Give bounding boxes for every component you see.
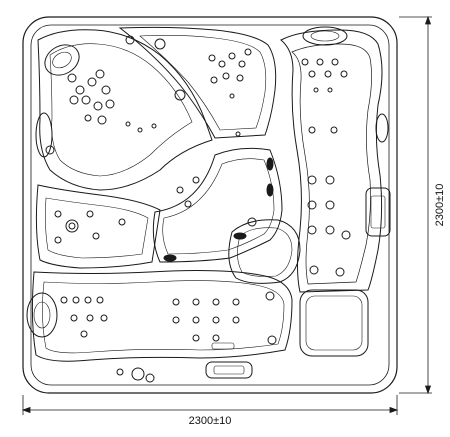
bottom-lounger bbox=[31, 270, 293, 362]
bottom-left-pillow bbox=[26, 292, 58, 338]
headrest-top-left bbox=[44, 44, 80, 76]
bottom-filter bbox=[211, 342, 235, 350]
tub-outer-shell bbox=[22, 16, 398, 394]
headrest-top-left-inner bbox=[52, 51, 72, 69]
width-dimension-label: 2300±10 bbox=[189, 415, 232, 427]
bottom-left-pillow-inner bbox=[33, 301, 51, 329]
center-step-inner bbox=[237, 227, 293, 277]
top-middle-seat bbox=[118, 26, 277, 139]
right-pillow bbox=[302, 26, 348, 46]
corner-seat-top-left-inner bbox=[49, 43, 193, 177]
bottom-control-panel-inner bbox=[213, 365, 245, 375]
right-lounger-inner bbox=[291, 43, 372, 285]
cooler-box bbox=[299, 289, 369, 357]
right-control-panel bbox=[365, 187, 391, 237]
jets-footwell bbox=[163, 157, 274, 262]
jets-top-middle bbox=[125, 35, 252, 137]
corner-seat-top-left bbox=[37, 29, 213, 191]
jets-right-lounger bbox=[301, 58, 351, 277]
tub-inner-rim bbox=[30, 24, 390, 386]
jets-left-seat bbox=[45, 145, 126, 244]
center-footwell bbox=[152, 147, 283, 263]
left-headrest bbox=[35, 112, 53, 158]
center-step bbox=[228, 219, 301, 284]
vertical-dimension bbox=[399, 15, 432, 395]
bottom-control-panel bbox=[205, 361, 253, 379]
left-side-seat bbox=[35, 184, 161, 269]
center-footwell-inner bbox=[162, 158, 275, 255]
left-side-seat-inner bbox=[45, 197, 149, 259]
right-control-panel-inner bbox=[370, 195, 386, 229]
jets-bottom-lounger bbox=[60, 291, 277, 383]
right-pillow-inner bbox=[310, 30, 340, 42]
cooler-box-inner bbox=[305, 295, 363, 351]
right-side-light bbox=[375, 113, 389, 143]
bottom-lounger-inner bbox=[42, 280, 285, 354]
jets-top-left bbox=[67, 69, 157, 133]
height-dimension-label: 2300±10 bbox=[434, 184, 446, 227]
right-lounger-seat bbox=[280, 29, 383, 293]
top-middle-seat-inner bbox=[139, 35, 267, 131]
horizontal-dimension bbox=[21, 395, 399, 415]
